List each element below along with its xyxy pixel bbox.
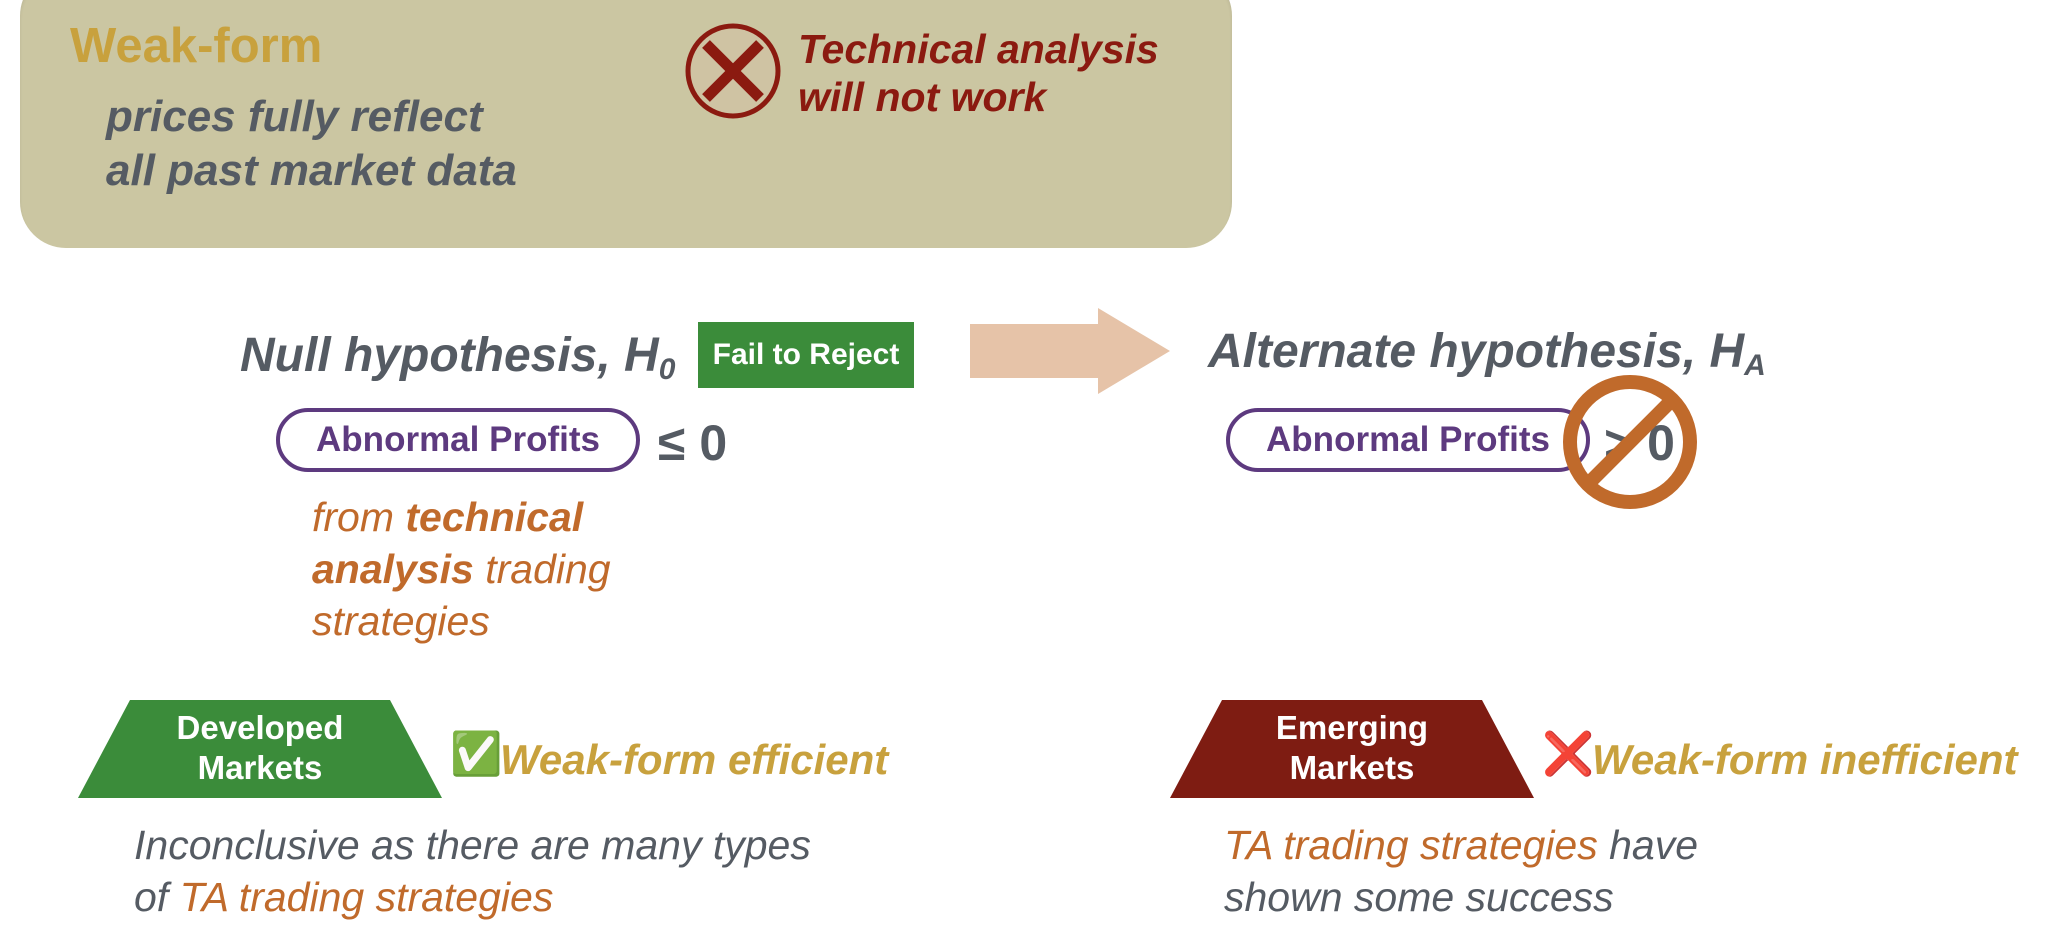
trading-text: trading (473, 546, 611, 592)
developed-note-highlight: TA trading strategies (179, 874, 554, 920)
emerging-markets-label: Emerging Markets (1170, 708, 1534, 788)
technical-analysis-line-2: will not work (798, 74, 1047, 120)
alternate-hypothesis-label: Alternate hypothesis, H (1208, 325, 1745, 378)
definition-line-1: prices fully reflect (106, 92, 483, 141)
developed-label-line-1: Developed (176, 709, 344, 746)
from-prefix: from (312, 494, 406, 540)
strategies-line: strategies (312, 598, 490, 644)
prohibition-icon (1563, 375, 1697, 509)
alternate-hypothesis-subscript: A (1744, 349, 1766, 382)
fail-to-reject-badge: Fail to Reject (698, 322, 914, 388)
null-hypothesis-label: Null hypothesis, H (240, 329, 659, 382)
emerging-note-rest: have (1597, 822, 1699, 868)
emerging-markets-trapezoid (1170, 700, 1534, 798)
check-icon: ✅ (450, 730, 503, 777)
null-hypothesis-title: Null hypothesis, H0 (240, 328, 675, 387)
emerging-note-line-2: shown some success (1224, 874, 1614, 920)
analysis-trading-line: analysis trading (312, 546, 611, 593)
emerging-label-line-1: Emerging (1275, 709, 1429, 746)
emerging-note-line-1: TA trading strategies have (1224, 822, 1698, 869)
right-arrow-icon (970, 308, 1170, 394)
developed-markets-trapezoid (78, 700, 442, 798)
from-technical-line: from technical (312, 494, 583, 541)
technical-bold: technical (405, 494, 584, 540)
developed-note-prefix: of (134, 874, 180, 920)
alternate-abnormal-profits-pill: Abnormal Profits (1226, 408, 1590, 472)
developed-label-line-2: Markets (197, 749, 323, 786)
developed-verdict: Weak-form efficient (500, 736, 889, 783)
technical-analysis-line-1: Technical analysis (798, 26, 1159, 72)
null-hypothesis-subscript: 0 (658, 353, 676, 386)
x-circle-icon (685, 23, 781, 119)
weak-form-panel (20, 0, 1232, 248)
analysis-bold: analysis (312, 546, 474, 592)
emerging-note-highlight: TA trading strategies (1224, 822, 1598, 868)
cross-icon: ❌ (1542, 730, 1595, 777)
developed-note-line-2: of TA trading strategies (134, 874, 553, 921)
weak-form-title: Weak-form (70, 19, 323, 73)
null-relation: ≤ 0 (658, 415, 728, 471)
emerging-verdict: Weak-form inefficient (1592, 736, 2018, 783)
definition-line-2: all past market data (106, 146, 517, 195)
developed-markets-label: Developed Markets (78, 708, 442, 788)
developed-note-line-1: Inconclusive as there are many types (134, 822, 811, 868)
null-abnormal-profits-pill: Abnormal Profits (276, 408, 640, 472)
alternate-hypothesis-title: Alternate hypothesis, HA (1208, 324, 1766, 383)
emerging-label-line-2: Markets (1289, 749, 1415, 786)
